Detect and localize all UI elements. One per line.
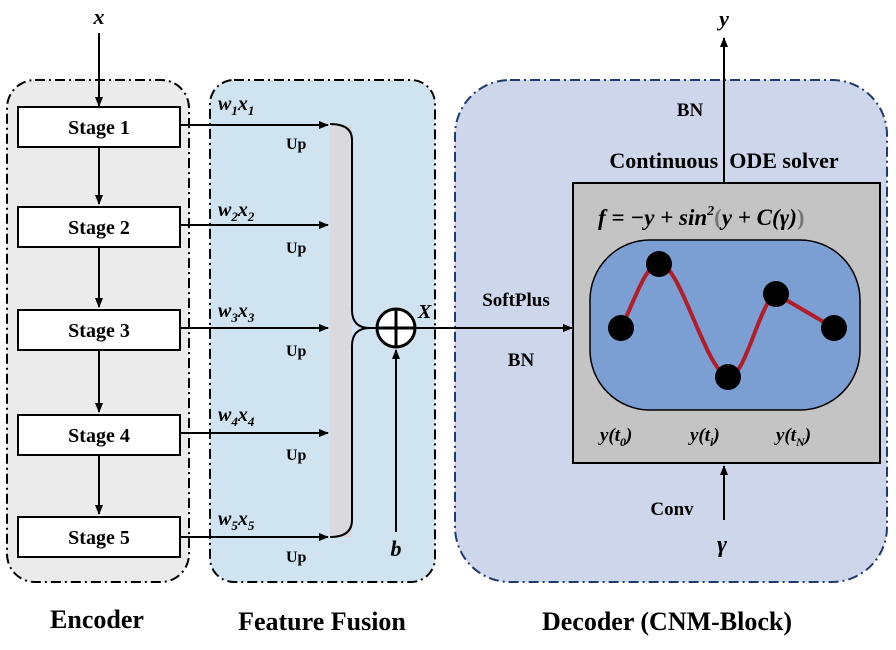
fusion-row-3: w3x3 Up xyxy=(180,300,329,360)
up-label-2: Up xyxy=(286,240,307,257)
up-label-5: Up xyxy=(286,549,307,566)
trajectory-node xyxy=(821,315,847,341)
up-label-4: Up xyxy=(286,447,307,464)
encoder-title: Encoder xyxy=(50,605,144,634)
fused-X-label: X xyxy=(417,301,432,323)
fusion-row-2: w2x2 Up xyxy=(180,199,329,257)
feature-fusion-title: Feature Fusion xyxy=(238,607,406,636)
stage-2-label: Stage 2 xyxy=(68,217,130,239)
stage-1: Stage 1 xyxy=(17,106,181,148)
fusion-row-4: w4x4 Up xyxy=(180,404,329,464)
trajectory-node xyxy=(608,315,634,341)
stage-5: Stage 5 xyxy=(17,516,181,558)
time-label-tN: y(tN) xyxy=(774,425,811,449)
conv-label: Conv xyxy=(650,499,694,520)
weight-label-3: w3x3 xyxy=(218,300,255,325)
fusion-row-1: w1x1 Up xyxy=(180,93,329,153)
weight-label-5: w5x5 xyxy=(218,508,255,533)
output-y-label: y xyxy=(716,6,729,31)
decoder-title: Decoder (CNM-Block) xyxy=(542,607,792,636)
trajectory-node xyxy=(715,364,741,390)
stage-2: Stage 2 xyxy=(17,206,181,248)
bn-output-label: BN xyxy=(677,100,704,121)
time-label-ti: y(ti) xyxy=(688,425,720,449)
ode-equation: f = −y + sin2(y + C(γ)) xyxy=(598,204,805,230)
sum-node xyxy=(375,307,417,349)
fusion-row-5: w5x5 Up xyxy=(180,508,329,566)
concat-bar xyxy=(330,125,352,537)
trajectory-node xyxy=(646,251,672,277)
stage-1-label: Stage 1 xyxy=(68,117,130,139)
time-label-t0: y(t0) xyxy=(598,425,632,449)
stage-4: Stage 4 xyxy=(17,414,181,456)
softplus-label: SoftPlus xyxy=(482,290,550,311)
weight-label-4: w4x4 xyxy=(218,404,255,429)
weight-label-2: w2x2 xyxy=(218,199,255,224)
bn-input-label: BN xyxy=(508,350,535,371)
stage-5-label: Stage 5 xyxy=(68,527,130,549)
weight-label-1: w1x1 xyxy=(218,93,254,118)
stage-3-label: Stage 3 xyxy=(68,320,130,342)
trajectory-curve xyxy=(619,262,836,379)
up-label-1: Up xyxy=(286,136,307,153)
stage-3: Stage 3 xyxy=(17,309,181,351)
gamma-label: γ xyxy=(717,532,727,558)
trajectory-node xyxy=(763,281,789,307)
trajectory-capsule xyxy=(589,239,861,411)
up-label-3: Up xyxy=(286,343,307,360)
input-x-label: x xyxy=(93,4,105,29)
bias-b-label: b xyxy=(391,536,402,561)
stage-4-label: Stage 4 xyxy=(68,425,130,447)
